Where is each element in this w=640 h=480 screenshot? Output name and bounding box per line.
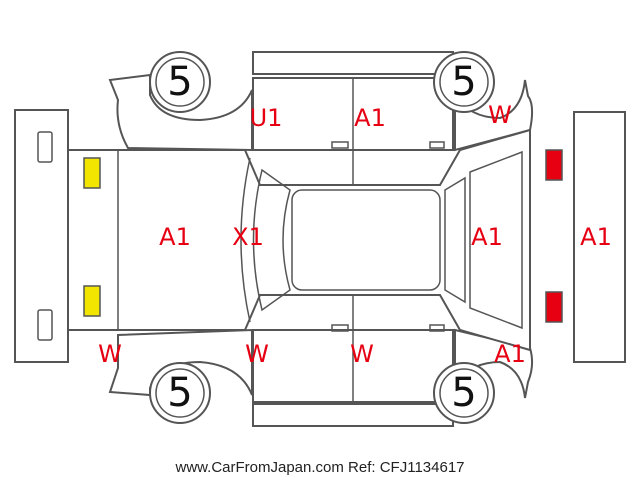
mark-roof-front-door-top: U1: [250, 104, 283, 132]
front-lamp-top: [83, 157, 101, 189]
tire-front-left: 5: [149, 51, 211, 113]
tire-rear-left: 5: [433, 51, 495, 113]
mark-front-door-bottom: W: [245, 340, 269, 368]
mark-rear-door-top: A1: [354, 104, 386, 132]
tire-rear-right-value: 5: [451, 370, 476, 416]
mark-front-bumper: A1: [159, 223, 191, 251]
front-lamp-bottom: [83, 285, 101, 317]
mark-tailgate: A1: [471, 223, 503, 251]
footer-reference: www.CarFromJapan.com Ref: CFJ1134617: [175, 459, 465, 476]
tire-rear-right: 5: [433, 362, 495, 424]
tire-front-right-value: 5: [167, 370, 192, 416]
tire-front-left-value: 5: [167, 59, 192, 105]
mark-rear-bumper: A1: [580, 223, 612, 251]
rear-lamp-bottom: [545, 291, 563, 323]
rear-bumper: [573, 111, 626, 363]
mark-rear-door-bottom: W: [350, 340, 374, 368]
mark-rear-fender-bottom: A1: [494, 340, 526, 368]
tire-rear-left-value: 5: [451, 59, 476, 105]
top-side-panels: [108, 51, 534, 185]
rear-lamp-top: [545, 149, 563, 181]
car-body: [67, 128, 531, 352]
front-bumper: [14, 109, 69, 363]
mark-hood: X1: [232, 223, 264, 251]
mark-front-fender-bottom: W: [98, 340, 122, 368]
mark-rear-fender-top: W: [488, 101, 512, 129]
tire-front-right: 5: [149, 362, 211, 424]
